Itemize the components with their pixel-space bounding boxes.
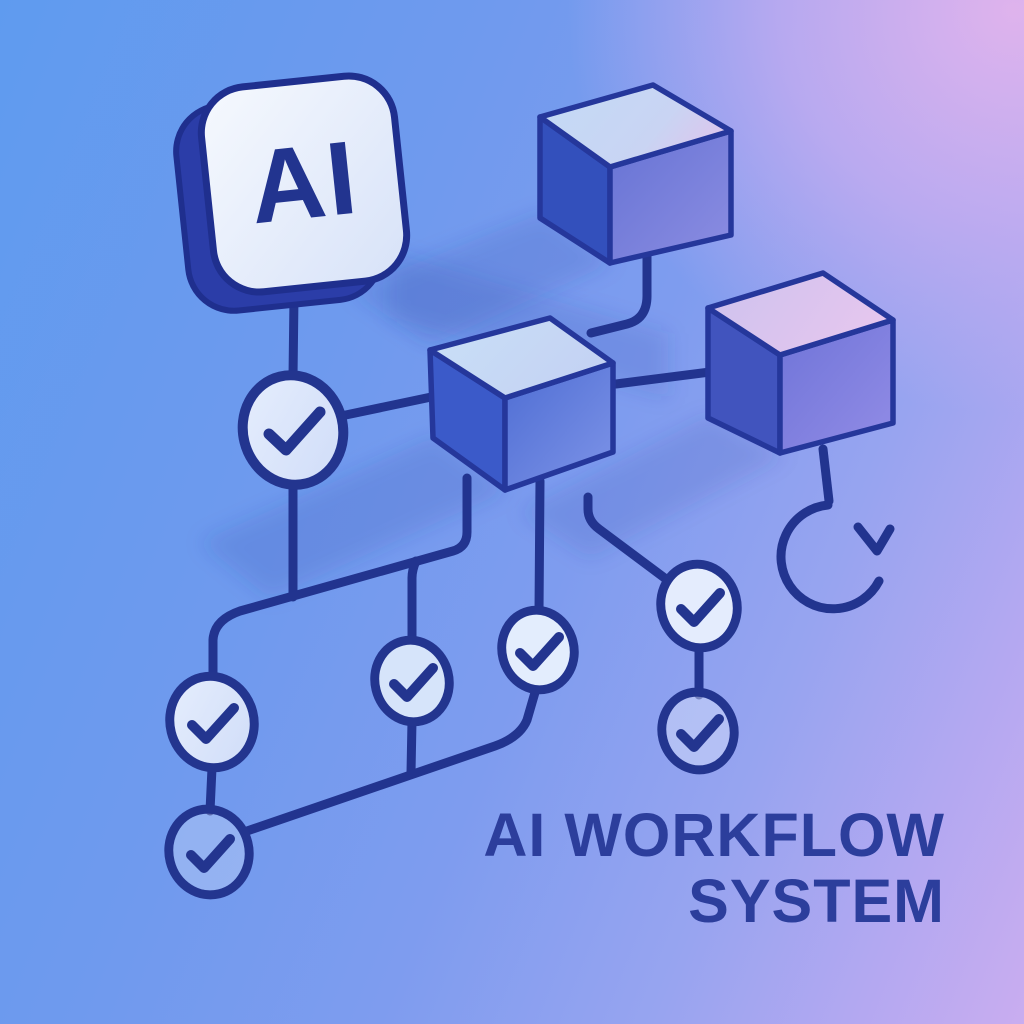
connector-cube-top-to-cube-middle bbox=[586, 251, 652, 338]
check-icon bbox=[186, 834, 235, 873]
connector-check1-to-cube-middle bbox=[336, 391, 441, 421]
connector-check2-to-cube-middle bbox=[534, 476, 545, 617]
shadow-cube-middle bbox=[200, 436, 508, 598]
check-icon bbox=[187, 703, 239, 744]
cube-top bbox=[537, 82, 734, 266]
check-icon bbox=[263, 406, 326, 456]
check-node-3-circle bbox=[165, 671, 259, 773]
check-node-6-circle bbox=[657, 687, 739, 775]
title-line-1: AI WORKFLOW bbox=[483, 801, 945, 869]
check-node-2 bbox=[497, 605, 579, 695]
connector-branch-to-check4 bbox=[407, 556, 421, 645]
connector-cube-middle-to-cube-right bbox=[611, 367, 715, 389]
connector-cube-right-to-loop bbox=[818, 444, 834, 506]
check-node-6 bbox=[657, 687, 739, 775]
connector-check3-to-check7 bbox=[205, 763, 217, 816]
check-node-7-circle bbox=[164, 804, 254, 900]
connector-check4-down bbox=[406, 716, 417, 778]
check-node-4 bbox=[370, 635, 454, 727]
cube-right bbox=[705, 270, 896, 456]
check-node-5 bbox=[656, 559, 742, 653]
check-node-1 bbox=[237, 370, 349, 490]
loop-arc bbox=[776, 500, 884, 614]
connector-cube-middle-branch-left bbox=[208, 473, 472, 681]
connector-cube-middle-to-check5 bbox=[583, 492, 675, 587]
shadow-cube-top bbox=[350, 212, 613, 345]
connector-wires bbox=[205, 251, 834, 836]
check-node-2-circle bbox=[497, 605, 579, 695]
loop-arrow-icon bbox=[776, 500, 895, 614]
check-node-7 bbox=[164, 804, 254, 900]
check-node-4-circle bbox=[370, 635, 454, 727]
check-icon bbox=[515, 632, 564, 671]
cube-middle-top-face bbox=[427, 315, 616, 401]
ai-badge: AI bbox=[173, 72, 411, 314]
cube-middle bbox=[427, 315, 616, 493]
cube-right-top-face bbox=[705, 270, 896, 358]
check-node-3 bbox=[165, 671, 259, 773]
check-icon bbox=[676, 714, 724, 752]
ai-badge-face bbox=[197, 72, 411, 296]
connector-badge-to-check1 bbox=[288, 292, 299, 382]
check-node-1-circle bbox=[237, 370, 349, 490]
check-node-5-circle bbox=[656, 559, 742, 653]
check-icon bbox=[389, 663, 438, 702]
check-nodes bbox=[164, 370, 742, 900]
title-block: AI WORKFLOW SYSTEM bbox=[483, 801, 945, 935]
check-icon bbox=[676, 588, 725, 627]
cube-top-top-face bbox=[537, 82, 734, 170]
connector-check7-diagonal bbox=[242, 684, 541, 836]
shadow-cube-right bbox=[520, 415, 785, 558]
ai-badge-label: AI bbox=[244, 120, 364, 247]
loop-arrowhead bbox=[853, 522, 895, 556]
title-line-2: SYSTEM bbox=[688, 867, 945, 935]
